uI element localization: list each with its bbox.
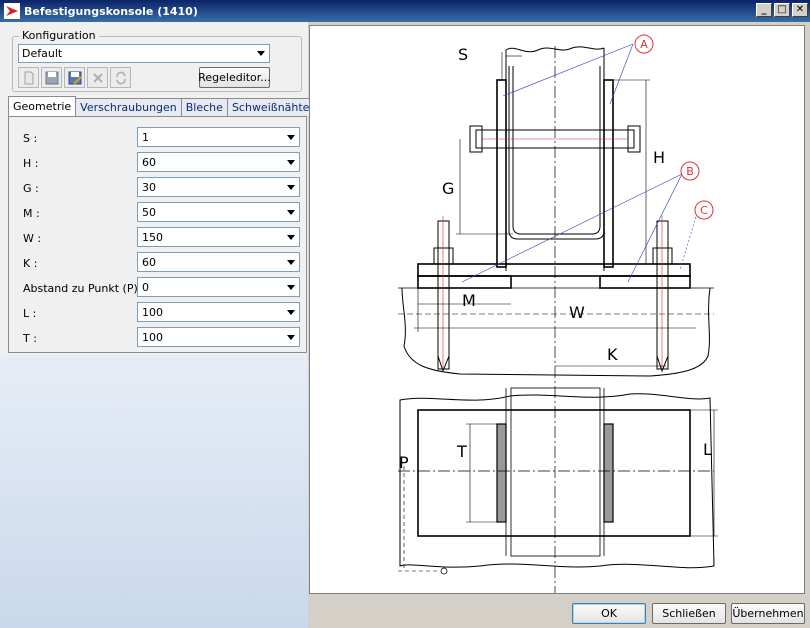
save-config-button[interactable] [41,67,62,88]
maximize-button[interactable]: □ [774,3,790,17]
param-row-w: W : 150 [9,227,308,249]
chevron-down-icon [287,160,295,165]
refresh-config-button[interactable] [110,67,131,88]
param-value: 1 [142,130,149,144]
chevron-down-icon [287,285,295,290]
save-as-config-button[interactable] [64,67,85,88]
chevron-down-icon [287,235,295,240]
param-label: K : [23,257,38,270]
param-label: W : [23,232,42,245]
dim-label-s: S [458,45,468,64]
save-icon [45,71,58,84]
param-label: S : [23,132,38,145]
new-document-icon [24,71,33,84]
marker-a-circle [634,34,654,54]
dim-label-t: T [456,442,467,461]
param-m-combo[interactable]: 50 [137,202,300,222]
param-row-m: M : 50 [9,202,308,224]
chevron-down-icon [257,51,265,56]
save-as-icon [68,71,82,85]
delete-icon [92,72,103,83]
minimize-icon: _ [761,4,767,15]
param-value: 60 [142,155,156,169]
param-label: Abstand zu Punkt (P) : [23,282,145,295]
app-logo-icon [4,3,20,19]
dim-label-l: L [703,440,712,459]
param-value: 100 [142,305,163,319]
chevron-down-icon [287,260,295,265]
param-row-s: S : 1 [9,127,308,149]
chevron-down-icon [287,310,295,315]
param-g-combo[interactable]: 30 [137,177,300,197]
param-row-p: Abstand zu Punkt (P) : 0 [9,277,308,299]
marker-b-circle [680,161,700,181]
param-k-combo[interactable]: 60 [137,252,300,272]
param-value: 50 [142,205,156,219]
param-row-l: L : 100 [9,302,308,324]
refresh-icon [115,71,126,84]
dim-label-w: W [569,303,585,322]
chevron-down-icon [287,335,295,340]
param-row-k: K : 60 [9,252,308,274]
close-window-button[interactable]: ✕ [792,3,808,17]
parameter-panel: Konfiguration Default Regeleditor... Geo… [0,22,315,628]
param-t-combo[interactable]: 100 [137,327,300,347]
tab-strip: Geometrie Verschraubungen Bleche Schweiß… [8,96,315,116]
marker-c-circle [694,200,714,220]
chevron-down-icon [287,185,295,190]
marker-b-label: B [686,165,694,178]
param-s-combo[interactable]: 1 [137,127,300,147]
configuration-legend: Konfiguration [19,29,99,42]
minimize-button[interactable]: _ [756,3,772,17]
param-value: 150 [142,230,163,244]
chevron-down-icon [287,135,295,140]
param-label: L : [23,307,37,320]
dim-label-m: M [462,291,476,310]
dim-label-g: G [442,179,454,198]
param-l-combo[interactable]: 100 [137,302,300,322]
preview-drawing: A B C S H G M W K P T L [309,25,805,594]
param-row-t: T : 100 [9,327,308,349]
dim-label-h: H [653,148,665,167]
param-w-combo[interactable]: 150 [137,227,300,247]
param-h-combo[interactable]: 60 [137,152,300,172]
close-icon: ✕ [795,4,805,15]
param-value: 100 [142,330,163,344]
dim-label-p: P [399,453,409,472]
ok-button[interactable]: OK [572,603,646,624]
delete-config-button[interactable] [87,67,108,88]
dim-label-k: K [607,345,618,364]
param-row-h: H : 60 [9,152,308,174]
bracket-technical-drawing: A B C S H G M W K P T L [398,34,718,593]
param-p-combo[interactable]: 0 [137,277,300,297]
param-row-g: G : 30 [9,177,308,199]
tab-verschraubungen[interactable]: Verschraubungen [75,98,182,116]
title-bar: Befestigungskonsole (1410) _ □ ✕ [0,0,810,22]
param-label: G : [23,182,39,195]
new-config-button[interactable] [18,67,39,88]
param-value: 60 [142,255,156,269]
configuration-value: Default [22,47,63,60]
panel-background [0,355,308,628]
apply-button[interactable]: Übernehmen [731,603,805,624]
tab-geometrie[interactable]: Geometrie [8,96,77,116]
param-value: 30 [142,180,156,194]
tab-bleche[interactable]: Bleche [180,98,228,116]
chevron-down-icon [287,210,295,215]
marker-a-label: A [640,38,648,51]
rule-editor-button[interactable]: Regeleditor... [198,67,271,88]
configuration-group: Konfiguration [12,29,302,92]
param-label: H : [23,157,39,170]
geometry-tab-page: S : 1 H : 60 G : 30 M : 50 W : 150 K : 6… [8,116,307,353]
configuration-select[interactable]: Default [18,44,270,63]
param-value: 0 [142,280,149,294]
tab-schweissnaehte[interactable]: Schweißnähte [226,98,315,116]
close-button[interactable]: Schließen [652,603,726,624]
param-label: M : [23,207,40,220]
configuration-toolbar [18,67,131,88]
marker-c-label: C [700,204,708,217]
param-label: T : [23,332,37,345]
window-title: Befestigungskonsole (1410) [24,4,198,18]
maximize-icon: □ [777,4,787,15]
